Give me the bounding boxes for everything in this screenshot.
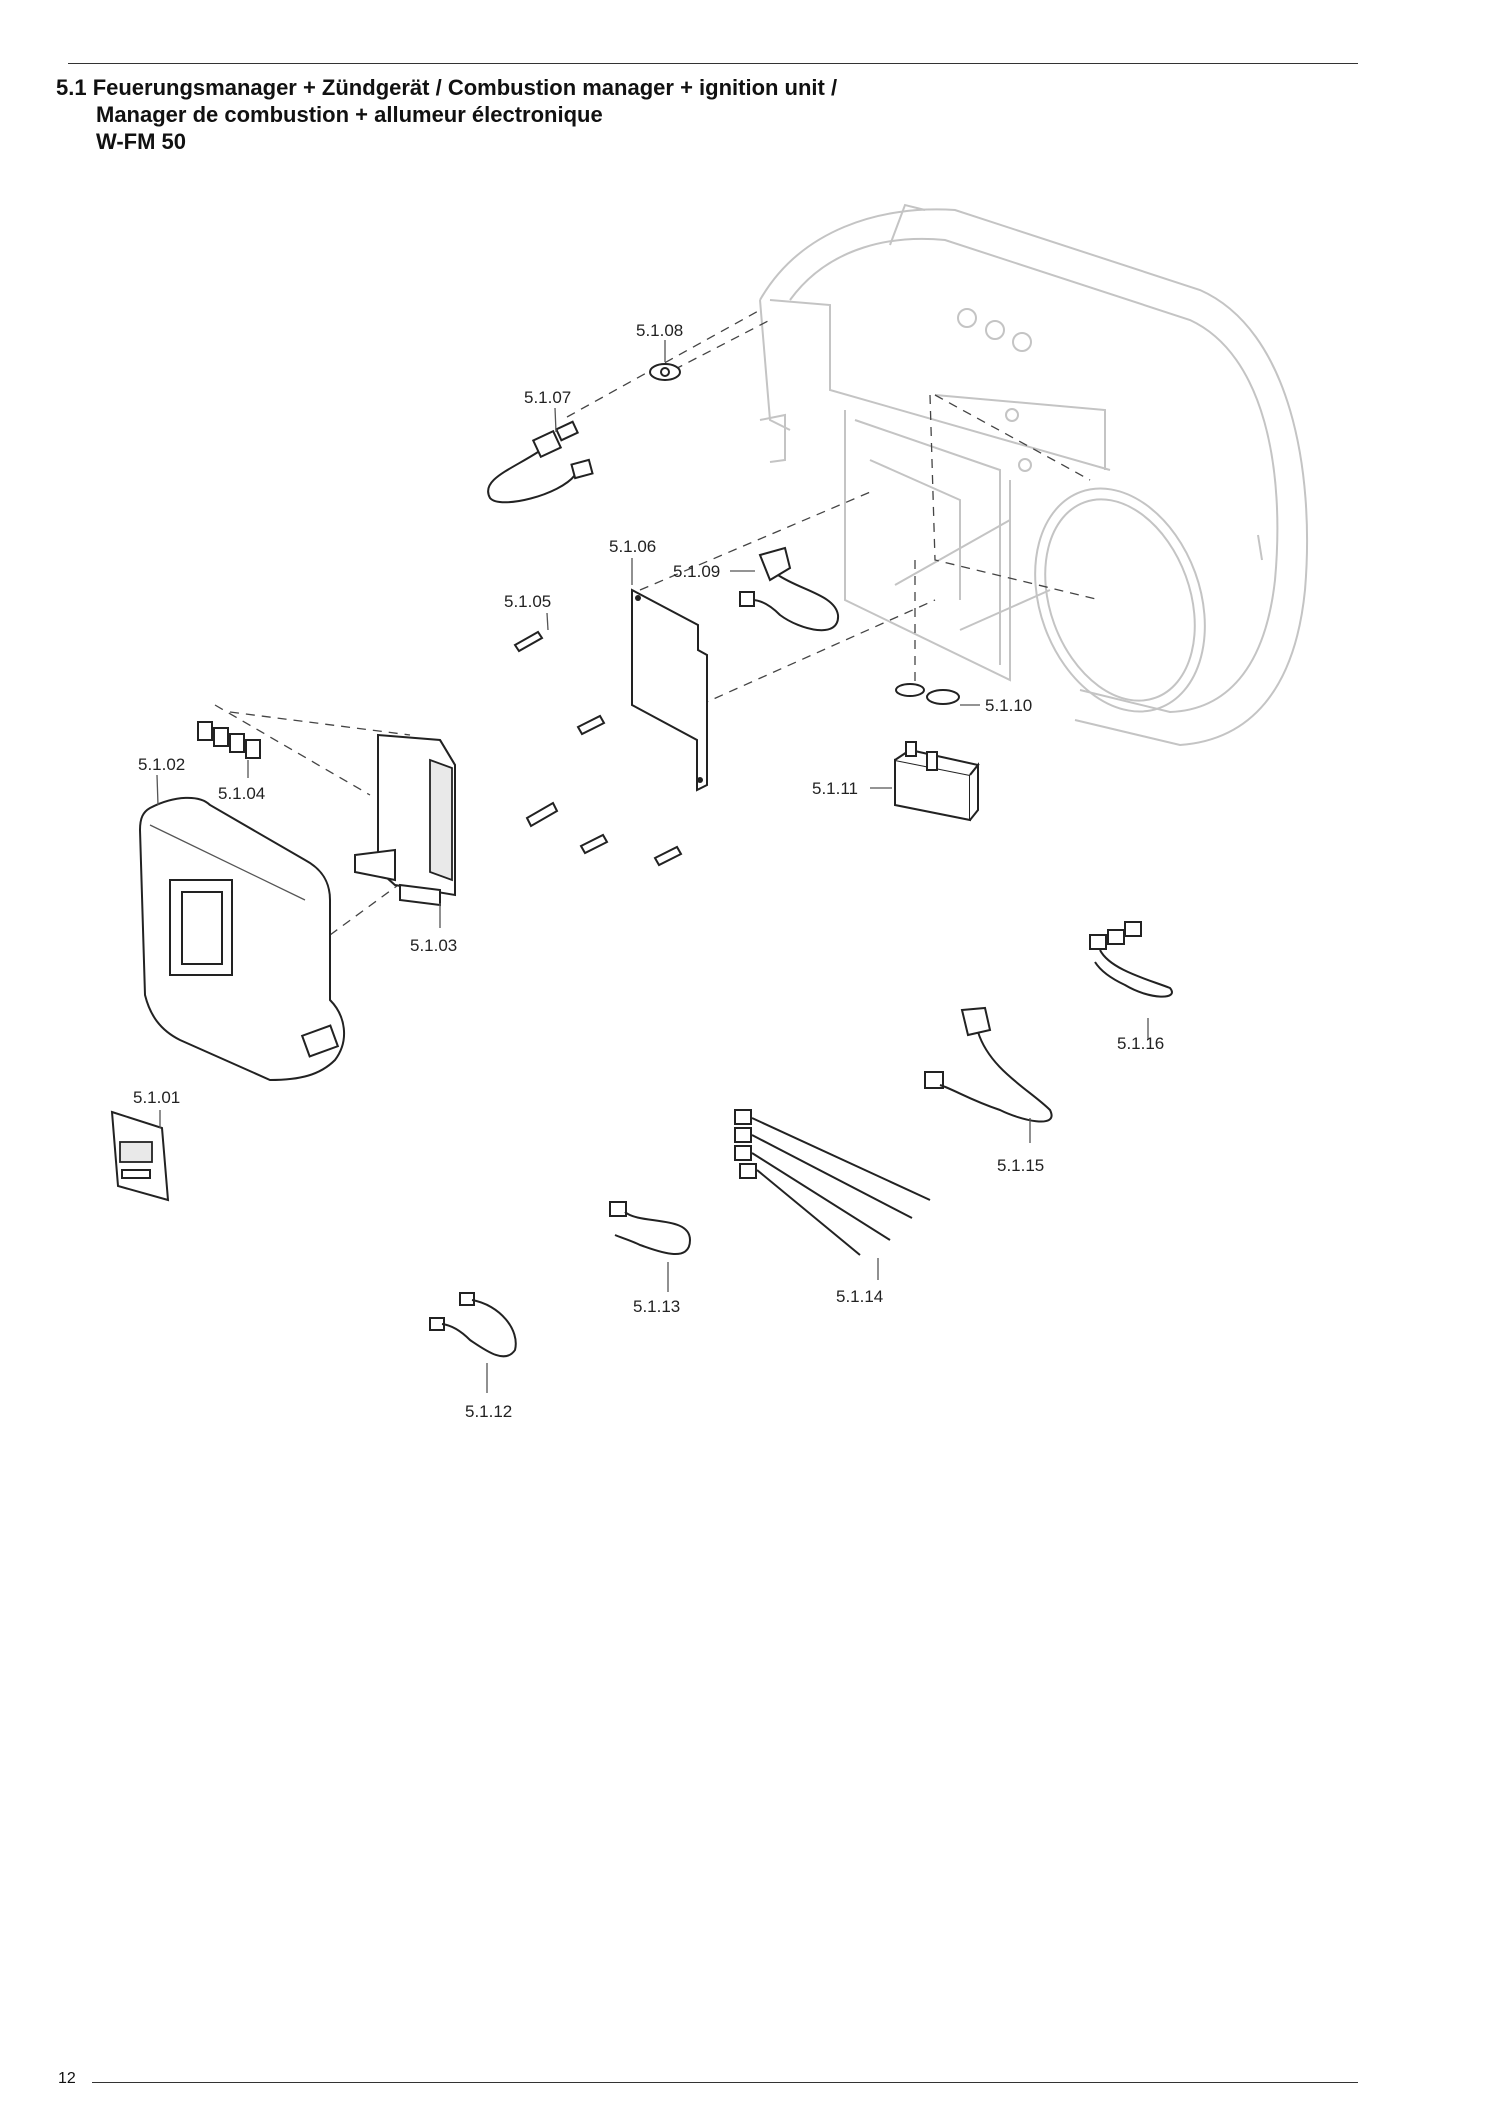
part-5-1-02-cover — [138, 796, 346, 1082]
heading-line-1: 5.1 Feuerungsmanager + Zündgerät / Combu… — [56, 75, 838, 100]
section-heading: 5.1 Feuerungsmanager + Zündgerät / Combu… — [56, 74, 837, 155]
label-5-1-08: 5.1.08 — [636, 321, 683, 340]
heading-line-3: W-FM 50 — [96, 129, 186, 154]
part-5-1-09-plug — [739, 546, 840, 632]
label-5-1-13: 5.1.13 — [633, 1297, 680, 1316]
label-5-1-15: 5.1.15 — [997, 1156, 1044, 1175]
label-5-1-03: 5.1.03 — [410, 936, 457, 955]
label-5-1-09: 5.1.09 — [673, 562, 720, 581]
part-5-1-01-display — [110, 1110, 170, 1202]
label-5-1-11: 5.1.11 — [812, 779, 858, 798]
part-5-1-06-mounting-plate — [631, 588, 708, 792]
label-5-1-07: 5.1.07 — [524, 388, 571, 407]
burner-housing-ghost — [759, 203, 1309, 747]
label-5-1-10: 5.1.10 — [985, 696, 1032, 715]
bottom-rule — [92, 2082, 1358, 2083]
part-5-1-08-flange — [649, 363, 681, 381]
label-5-1-01: 5.1.01 — [133, 1088, 180, 1107]
label-5-1-05: 5.1.05 — [504, 592, 551, 611]
part-5-1-15-cable — [924, 1006, 1053, 1123]
part-5-1-13-cable — [609, 1201, 692, 1256]
leader-lines — [156, 340, 1149, 1393]
part-5-1-04-plugs — [197, 721, 261, 759]
part-5-1-10-washer — [895, 683, 960, 705]
part-5-1-11-ignition-unit — [894, 741, 980, 822]
label-5-1-06: 5.1.06 — [609, 537, 656, 556]
label-5-1-12: 5.1.12 — [465, 1402, 512, 1421]
label-5-1-16: 5.1.16 — [1117, 1034, 1164, 1053]
part-5-1-07-cable — [487, 420, 594, 504]
part-5-1-12-cable — [429, 1292, 517, 1358]
heading-line-2: Manager de combustion + allumeur électro… — [96, 102, 603, 127]
label-5-1-14: 5.1.14 — [836, 1287, 883, 1306]
page-number: 12 — [58, 2070, 76, 2087]
top-rule — [68, 63, 1358, 64]
part-5-1-14-harness — [734, 1109, 931, 1256]
label-5-1-04: 5.1.04 — [218, 784, 265, 803]
part-5-1-16-cable — [1089, 921, 1173, 998]
label-5-1-02: 5.1.02 — [138, 755, 185, 774]
part-5-1-03-manager-unit — [354, 733, 456, 907]
part-labels: 5.1.08 5.1.07 5.1.06 5.1.09 5.1.05 5.1.1… — [133, 321, 1164, 1421]
part-5-1-05-spacer — [513, 630, 683, 867]
